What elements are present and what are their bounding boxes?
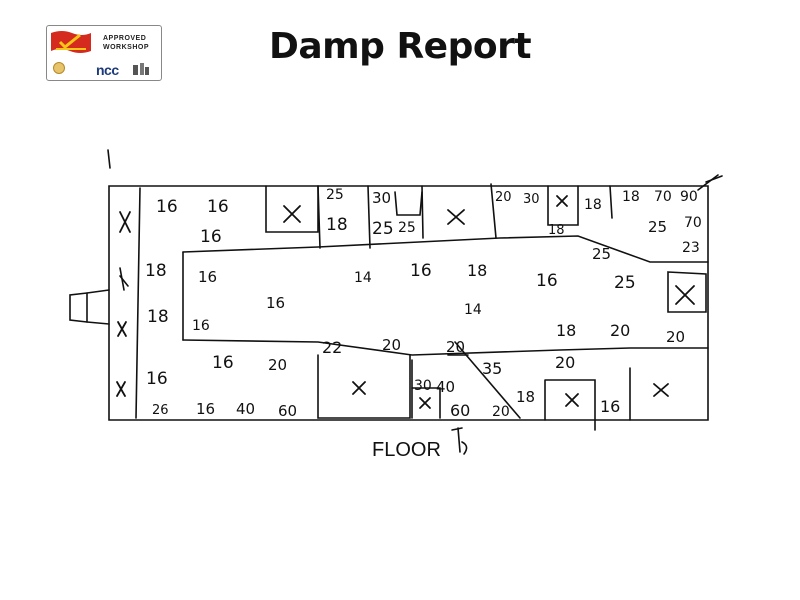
damp-reading: 70	[684, 215, 702, 231]
seal-icon	[53, 62, 65, 74]
damp-reading: 16	[146, 369, 168, 389]
bottom-cabinet-1	[317, 354, 411, 419]
damp-reading: 18	[548, 223, 565, 238]
damp-reading: 26	[152, 403, 169, 418]
damp-reading: 25	[592, 245, 611, 263]
damp-reading: 16	[410, 261, 432, 281]
approved-workshop-logo: APPROVED WORKSHOP ncc	[46, 25, 162, 81]
towbar	[69, 289, 110, 325]
damp-reading: 20	[495, 190, 512, 205]
cross-mark	[419, 397, 431, 409]
damp-reading: 25	[614, 273, 636, 293]
outer-wall	[108, 185, 709, 421]
damp-reading: 20	[492, 404, 510, 420]
damp-reading: 18	[147, 307, 169, 327]
top-cabinet-1	[265, 185, 319, 233]
damp-reading: 22	[322, 338, 342, 357]
damp-reading: 70	[654, 189, 672, 205]
damp-reading: 25	[648, 218, 667, 236]
damp-reading: 35	[482, 359, 502, 378]
right-cabinet	[667, 271, 707, 313]
damp-reading: 60	[278, 402, 297, 420]
damp-reading: 30	[414, 378, 432, 394]
damp-reading: 16	[536, 271, 558, 291]
damp-reading: 16	[266, 294, 285, 312]
damp-reading: 16	[196, 400, 215, 418]
damp-reading: 40	[236, 400, 255, 418]
damp-reading: 16	[600, 397, 620, 416]
damp-reading: 16	[156, 197, 178, 217]
cross-mark	[119, 211, 131, 233]
damp-reading: 23	[682, 240, 700, 256]
cross-mark	[352, 381, 366, 395]
bottom-cabinet-2	[544, 379, 596, 431]
cross-mark	[675, 285, 695, 305]
damp-reading: 20	[268, 356, 287, 374]
damp-reading: 18	[584, 197, 602, 213]
damp-reading: 18	[145, 261, 167, 281]
damp-reading: 30	[523, 192, 540, 207]
logo-ncc-text: ncc	[96, 62, 119, 78]
damp-reading: 40	[436, 378, 455, 396]
damp-reading: 18	[556, 321, 576, 340]
damp-reading: 18	[622, 189, 640, 205]
damp-reading: 18	[467, 261, 487, 280]
damp-reading: 16	[200, 227, 222, 247]
damp-reading: 25	[372, 219, 394, 239]
damp-reading: 90	[680, 189, 698, 205]
damp-reading: 16	[192, 318, 210, 334]
flag-icon	[51, 31, 91, 53]
cross-mark	[447, 209, 465, 225]
cross-mark	[117, 321, 127, 337]
damp-reading: 20	[666, 328, 685, 346]
damp-reading: 16	[207, 197, 229, 217]
damp-reading: 30	[372, 189, 391, 207]
damp-reading: 20	[610, 321, 630, 340]
building-icon	[133, 63, 149, 75]
damp-reading: 20	[382, 336, 401, 354]
cross-mark	[653, 383, 669, 397]
cross-mark	[565, 393, 579, 407]
damp-reading: 60	[450, 401, 470, 420]
logo-workshop-text: WORKSHOP	[103, 44, 149, 51]
damp-reading: 14	[354, 270, 372, 286]
damp-reading: 25	[326, 187, 344, 203]
damp-reading: 20	[555, 353, 575, 372]
cross-mark	[283, 205, 301, 223]
damp-reading: 20	[446, 338, 465, 356]
cross-mark	[556, 195, 568, 207]
page-title: Damp Report	[268, 26, 532, 67]
floor-label: FLOOR	[372, 439, 441, 461]
damp-reading: 25	[398, 220, 416, 236]
cross-mark	[116, 381, 126, 397]
damp-reading: 18	[516, 388, 535, 406]
damp-reading: 16	[198, 268, 217, 286]
logo-approved-text: APPROVED	[103, 35, 147, 42]
damp-reading: 16	[212, 353, 234, 373]
damp-reading: 14	[464, 302, 482, 318]
damp-reading: 18	[326, 215, 348, 235]
